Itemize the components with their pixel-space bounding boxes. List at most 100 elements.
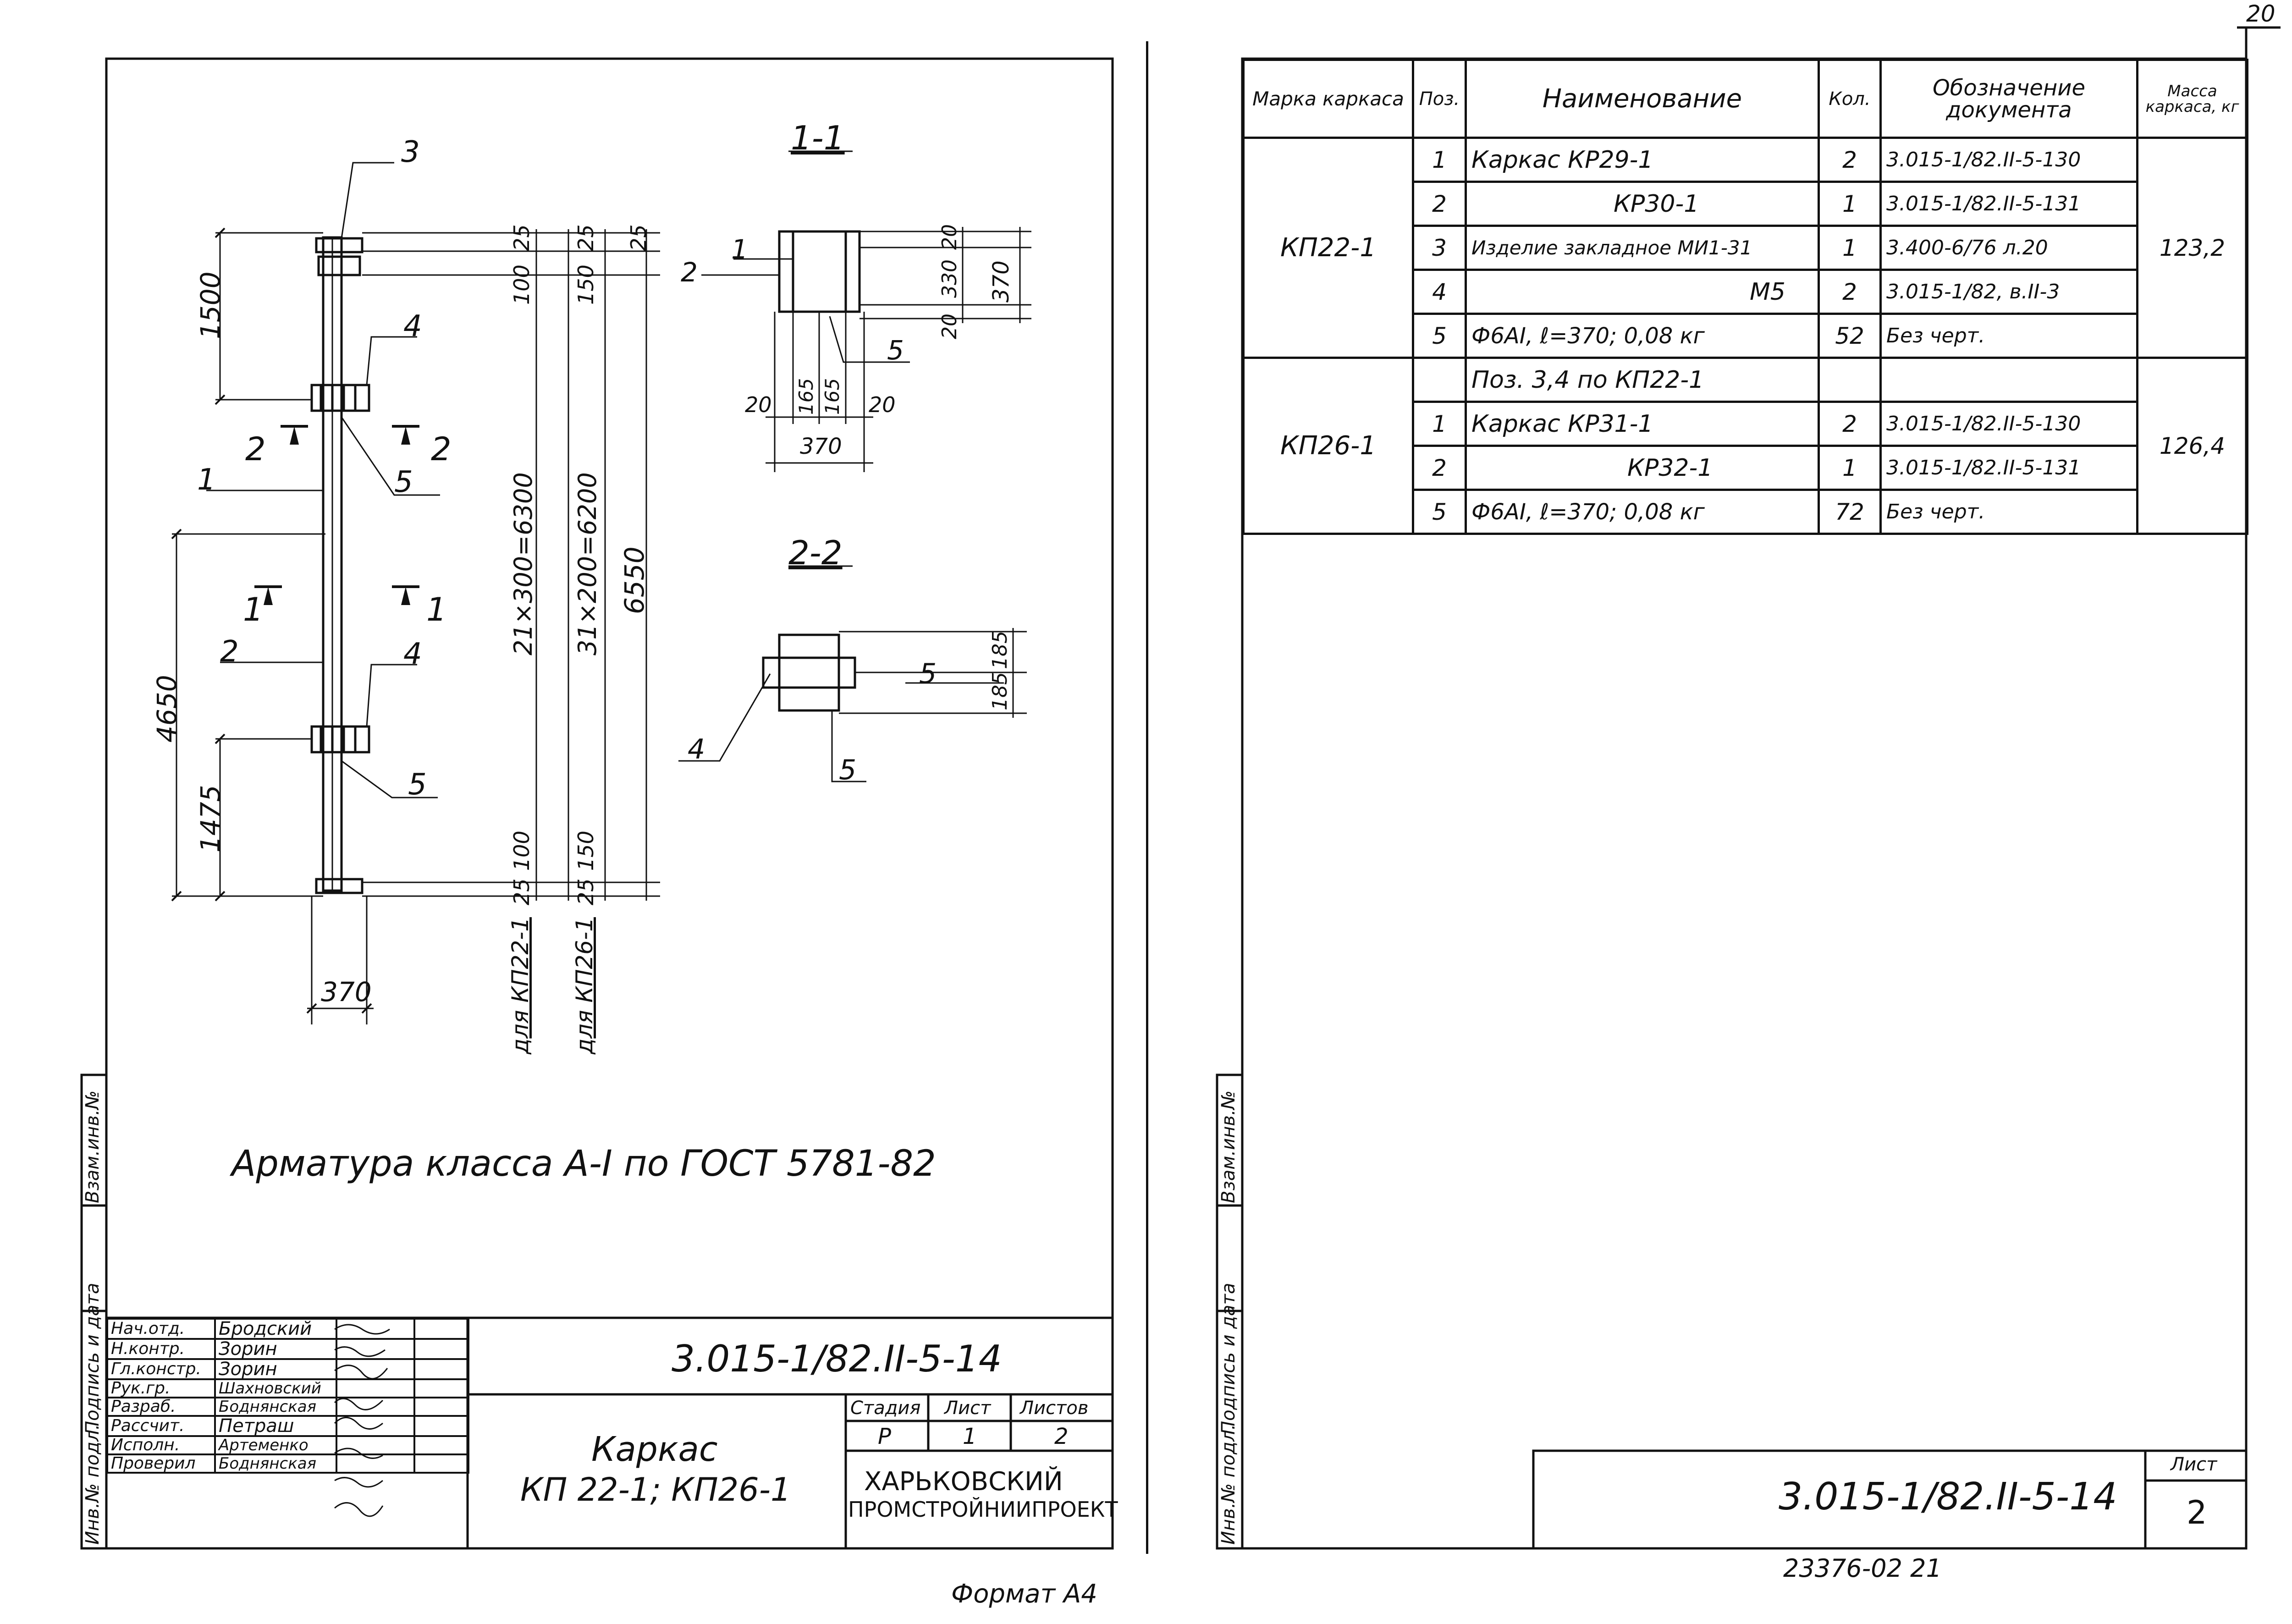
header-doc: Обозначение документа — [1879, 59, 2138, 139]
row-doc: 3.015-1/82.II-5-131 — [1879, 181, 2138, 227]
s11-dim-20-right: 20 — [869, 392, 896, 417]
sheets-value: 2 — [1054, 1424, 1069, 1449]
row-qty: 1 — [1818, 445, 1882, 491]
row-pos: 1 — [1412, 137, 1467, 183]
callout-5-top: 5 — [394, 465, 413, 499]
row-pos: 3 — [1412, 225, 1467, 271]
role: Разраб. — [106, 1397, 216, 1417]
side-stamp-inv-right: Инв.№ подл. — [1218, 1424, 1239, 1545]
name: Петраш — [214, 1415, 337, 1437]
sheet-value-right: 2 — [2187, 1494, 2207, 1531]
role: Рассчит. — [106, 1415, 216, 1437]
row-pos — [1412, 357, 1467, 403]
callout-1: 1 — [197, 463, 216, 497]
callout-5-bottom: 5 — [408, 768, 427, 802]
sheet-label-left: Лист — [944, 1398, 991, 1419]
sheets-label: Листов — [1020, 1398, 1089, 1419]
stamp-number: 23376-02 21 — [1783, 1554, 1942, 1583]
row-name: Каркас КР29-1 — [1465, 137, 1820, 183]
role: Проверил — [106, 1453, 216, 1474]
stage-value: Р — [878, 1424, 891, 1449]
spec-table: Марка каркаса Поз. Наименование Кол. Обо… — [1242, 59, 2248, 535]
callout-2: 2 — [220, 635, 239, 669]
reinforcement-note: Арматура класса А-I по ГОСТ 5781-82 — [231, 1143, 936, 1184]
sheet-label-right: Лист — [2171, 1454, 2217, 1475]
group-mark-kp22: КП22-1 — [1242, 137, 1414, 359]
role: Нач.отд. — [106, 1318, 216, 1340]
s11-dim-370-horiz: 370 — [800, 434, 842, 459]
row-qty: 2 — [1818, 269, 1882, 315]
s11-callout-2: 2 — [681, 257, 698, 288]
header-mass: Масса каркаса, кг — [2136, 59, 2248, 139]
side-stamp-replace-right: Взам.инв.№ — [1218, 1090, 1239, 1203]
row-doc: Без черт. — [1879, 313, 2138, 359]
group-mass-kp26: 126,4 — [2136, 357, 2248, 535]
row-pos: 2 — [1412, 181, 1467, 227]
name: Боднянская — [214, 1453, 337, 1474]
section-mark-2-left: 2 — [245, 430, 266, 468]
section-2-2-title: 2-2 — [788, 534, 843, 572]
row-pos: 1 — [1412, 401, 1467, 447]
stage-label: Стадия — [850, 1398, 921, 1419]
format-label: Формат А4 — [951, 1579, 1097, 1609]
name: Зорин — [214, 1338, 337, 1360]
name: Зорин — [214, 1358, 337, 1380]
callout-4-top: 4 — [403, 309, 422, 343]
row-name: Изделие закладное МИ1-31 — [1465, 225, 1820, 271]
title-line-2: КП 22-1; КП26-1 — [520, 1471, 791, 1508]
s22-callout-5a: 5 — [919, 658, 937, 690]
name: Шахновский — [214, 1378, 337, 1398]
group-mass-kp22: 123,2 — [2136, 137, 2248, 359]
s11-callout-5: 5 — [887, 335, 904, 366]
corner-number-right: 20 — [2246, 0, 2275, 27]
row-name: Ф6АI, ℓ=370; 0,08 кг — [1465, 313, 1820, 359]
s22-callout-4: 4 — [688, 733, 705, 765]
role: Гл.констр. — [106, 1358, 216, 1380]
side-stamp-sign-right: Подпись и дата — [1218, 1283, 1239, 1435]
row-name: КР32-1 — [1465, 445, 1820, 491]
row-qty — [1818, 357, 1882, 403]
row-pos: 5 — [1412, 489, 1467, 535]
name: Боднянская — [214, 1397, 337, 1417]
callout-3: 3 — [401, 135, 420, 169]
name: Артеменко — [214, 1435, 337, 1455]
row-doc: 3.015-1/82.II-5-131 — [1879, 445, 2138, 491]
row-name: КР30-1 — [1465, 181, 1820, 227]
row-doc: 3.015-1/82.II-5-130 — [1879, 137, 2138, 183]
row-name: Поз. 3,4 по КП22-1 — [1465, 357, 1820, 403]
header-name: Наименование — [1465, 59, 1820, 139]
name: Бродский — [214, 1318, 337, 1340]
role: Исполн. — [106, 1435, 216, 1455]
header-pos: Поз. — [1412, 59, 1467, 139]
row-pos: 4 — [1412, 269, 1467, 315]
row-qty: 1 — [1818, 181, 1882, 227]
sheet-separator — [1146, 41, 1148, 1554]
dim-370-main: 370 — [321, 976, 372, 1007]
row-doc: 3.015-1/82.II-5-130 — [1879, 401, 2138, 447]
callout-4-bottom: 4 — [403, 637, 422, 671]
s22-callout-5b: 5 — [839, 754, 857, 786]
section-mark-2-right: 2 — [431, 430, 452, 468]
row-name: Каркас КР31-1 — [1465, 401, 1820, 447]
title-block-people: Нач.отд.Бродский Н.контр.Зорин Гл.констр… — [106, 1318, 469, 1474]
header-qty: Кол. — [1818, 59, 1882, 139]
row-doc: Без черт. — [1879, 489, 2138, 535]
row-name: М5 — [1465, 269, 1820, 315]
section-mark-1-left: 1 — [243, 591, 264, 628]
row-doc: 3.400-6/76 л.20 — [1879, 225, 2138, 271]
row-pos: 5 — [1412, 313, 1467, 359]
left-doc-code: 3.015-1/82.II-5-14 — [672, 1338, 1002, 1380]
sheet-value-left: 1 — [963, 1424, 977, 1449]
row-doc — [1879, 357, 2138, 403]
s11-dim-20-left: 20 — [745, 392, 772, 417]
title-line-1: Каркас — [591, 1430, 718, 1469]
org-line-1: ХАРЬКОВСКИЙ — [864, 1467, 1063, 1497]
row-qty: 1 — [1818, 225, 1882, 271]
row-pos: 2 — [1412, 445, 1467, 491]
group-mark-kp26: КП26-1 — [1242, 357, 1414, 535]
s11-callout-1: 1 — [731, 234, 748, 265]
row-qty: 72 — [1818, 489, 1882, 535]
row-name: Ф6АI, ℓ=370; 0,08 кг — [1465, 489, 1820, 535]
